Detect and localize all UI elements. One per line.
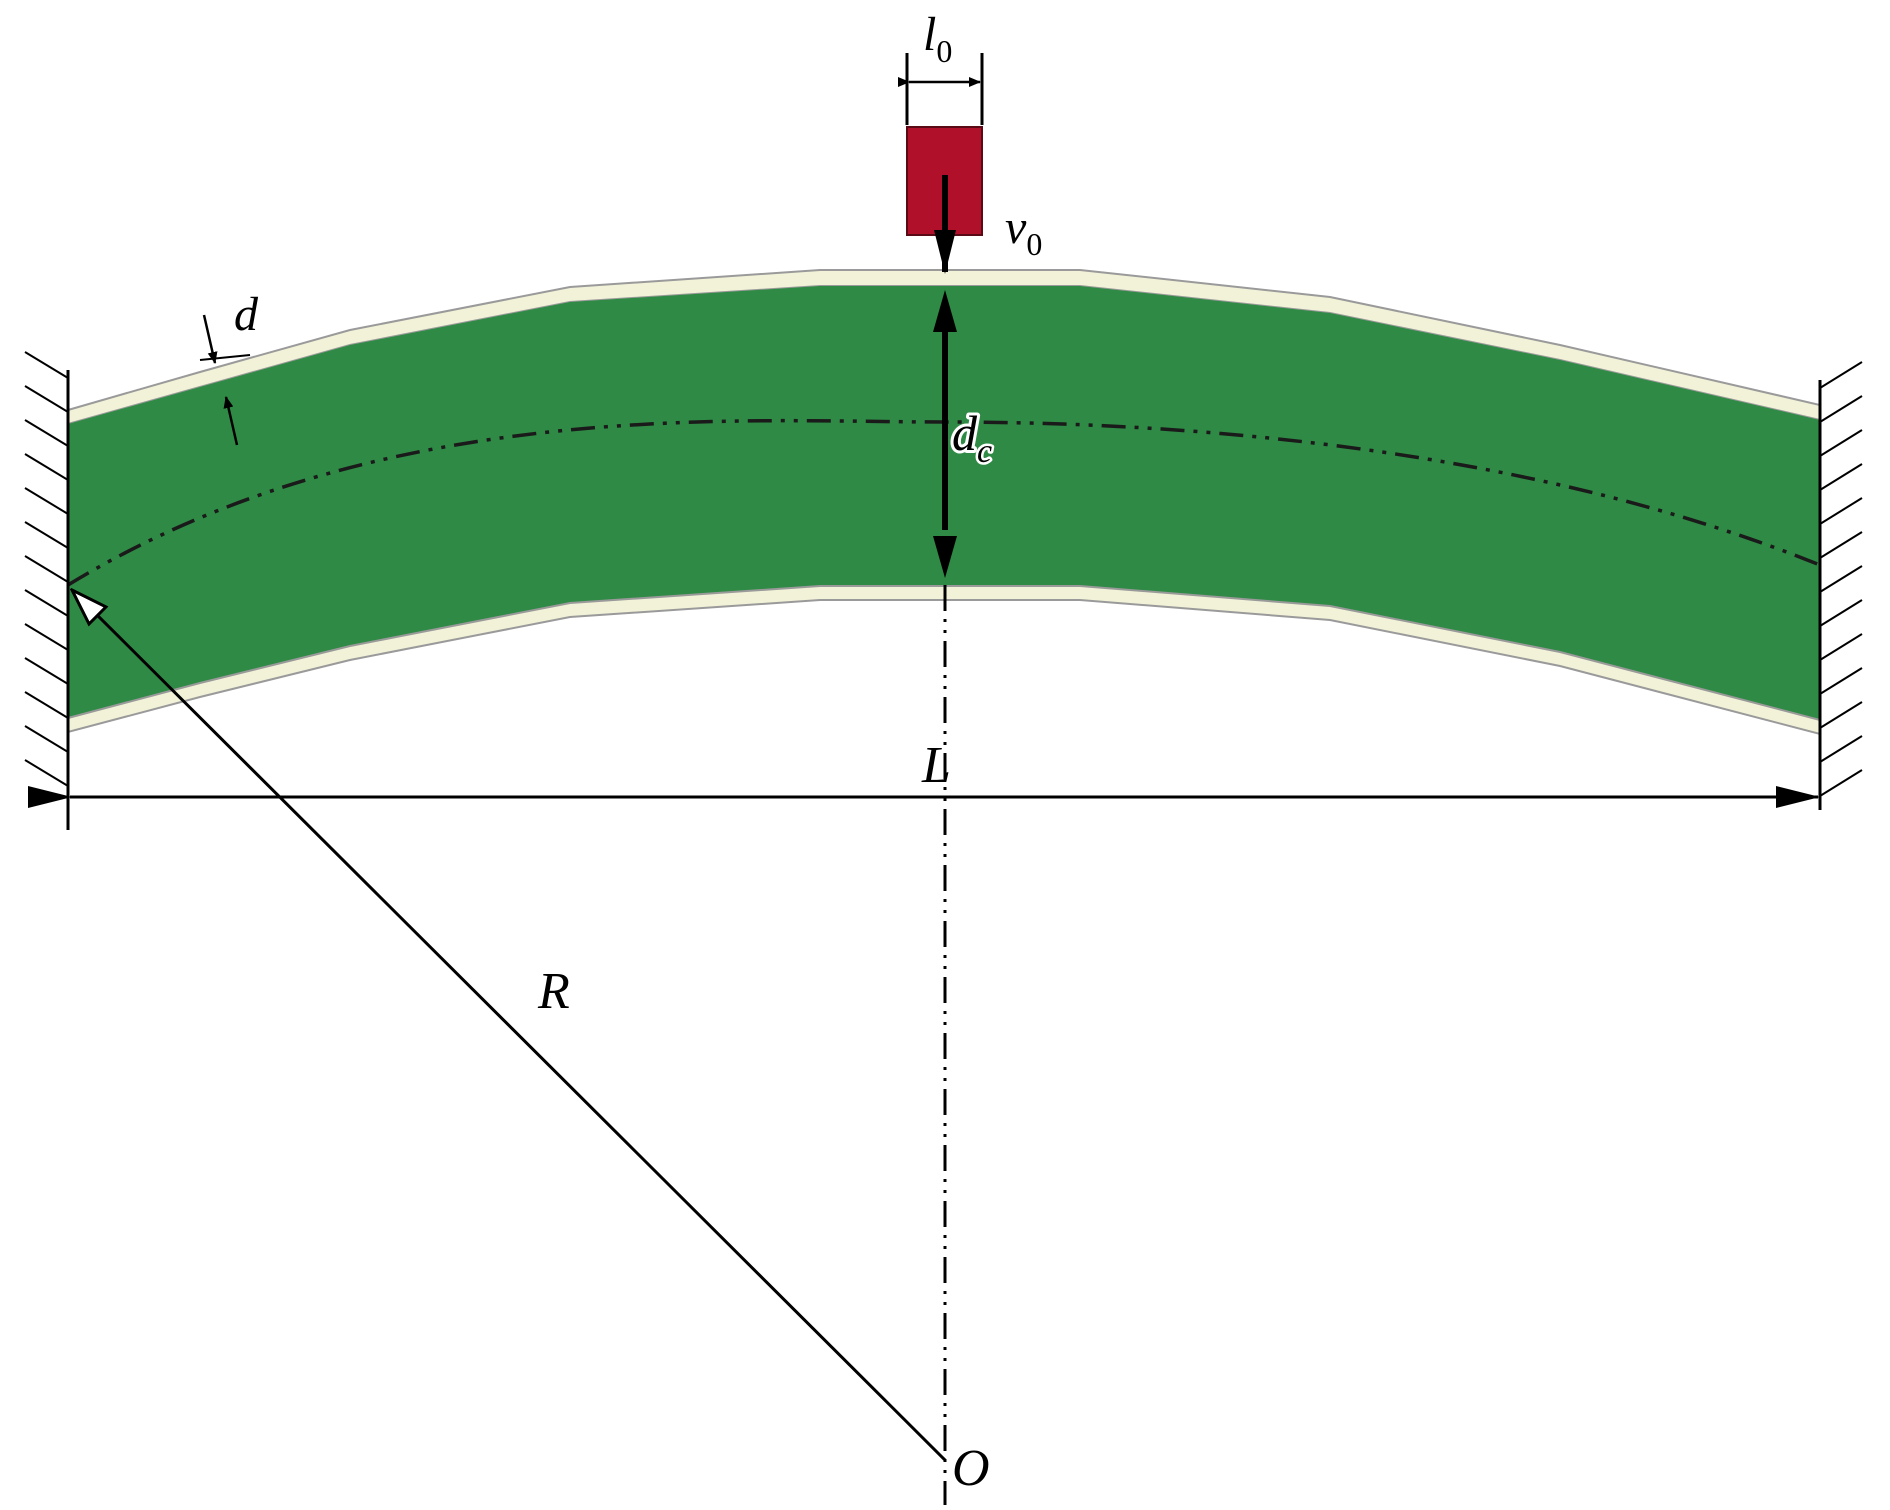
label-v0: v0 [1005, 201, 1042, 262]
core-thickness-dimension [933, 290, 957, 578]
radius-line [72, 590, 947, 1462]
face-thickness-dimension [199, 314, 251, 446]
projectile-width-dimension [898, 53, 984, 125]
label-R: R [537, 963, 570, 1020]
label-d: d [234, 288, 259, 341]
label-l0: l0 [923, 8, 952, 69]
right-fixed-support [1818, 361, 1863, 810]
left-fixed-support [24, 351, 70, 830]
label-L: L [921, 737, 951, 794]
label-O: O [952, 1440, 990, 1497]
label-dc: dc [952, 405, 992, 470]
